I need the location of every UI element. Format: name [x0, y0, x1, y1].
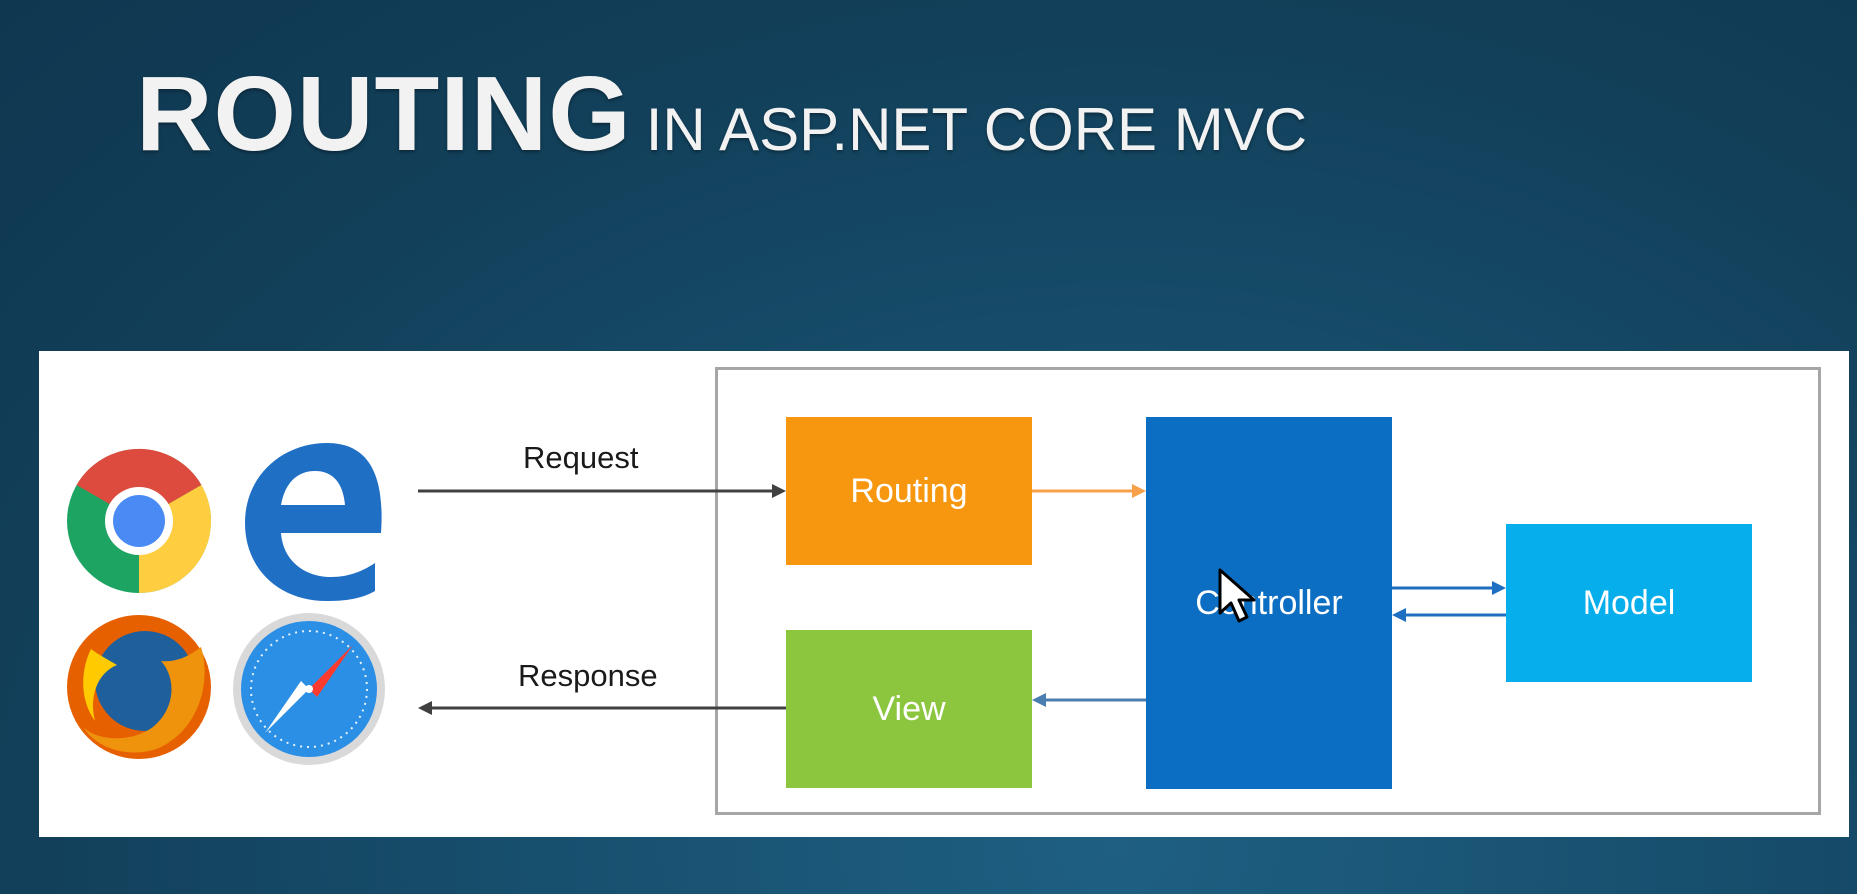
- model-label: Model: [1582, 583, 1676, 622]
- safari-icon: [233, 613, 385, 765]
- title-main: ROUTING: [136, 55, 632, 173]
- chrome-icon: [67, 448, 212, 593]
- response-arrow: [418, 701, 786, 715]
- edge-icon: [245, 443, 382, 601]
- model-box: Model: [1506, 524, 1752, 682]
- diagram-panel: Request Response Routing View Controller…: [39, 351, 1849, 837]
- model-to-controller-arrow: [1392, 608, 1506, 622]
- view-box: View: [786, 630, 1032, 788]
- firefox-icon: [67, 615, 211, 759]
- routing-label: Routing: [850, 471, 968, 510]
- diagram-arrows: [418, 484, 1506, 715]
- server-boundary: [715, 367, 1821, 815]
- mouse-cursor-icon: [1218, 568, 1256, 623]
- request-arrow: [418, 484, 786, 498]
- response-label: Response: [518, 658, 658, 693]
- view-label: View: [872, 689, 946, 728]
- controller-to-view-arrow: [1032, 693, 1146, 707]
- routing-to-controller-arrow: [1032, 484, 1146, 498]
- routing-box: Routing: [786, 417, 1032, 565]
- controller-to-model-arrow: [1392, 581, 1506, 595]
- controller-box: Controller: [1146, 417, 1392, 789]
- title-subtitle: IN ASP.NET CORE MVC: [645, 96, 1308, 163]
- request-label: Request: [523, 440, 639, 475]
